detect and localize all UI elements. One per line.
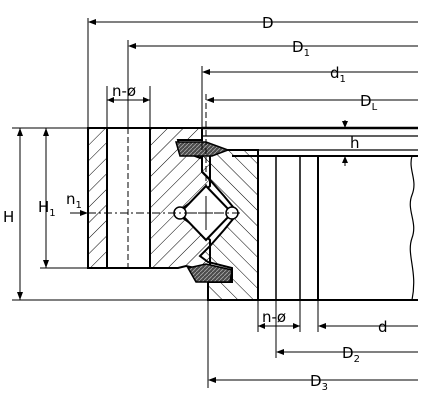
label-h: h	[350, 134, 360, 152]
outer-ring	[87, 127, 211, 269]
label-d: d	[378, 318, 388, 336]
dim-n-phi-top: n-ø	[106, 82, 151, 128]
label-D: D	[262, 14, 274, 32]
break-line	[409, 155, 415, 301]
lower-seal	[186, 263, 233, 283]
dim-n1: n1	[66, 190, 88, 216]
dim-d1: d1	[201, 64, 418, 150]
dim-H1: H1	[38, 128, 88, 269]
dim-d: d	[317, 300, 418, 336]
label-H: H	[3, 208, 14, 226]
label-D1: D1	[292, 38, 310, 59]
label-DL: DL	[360, 92, 378, 113]
inner-ring-bolt-hole	[257, 155, 319, 301]
dim-D1: D1	[127, 38, 418, 128]
label-n-phi-top: n-ø	[112, 82, 136, 100]
label-n-phi-bottom: n-ø	[262, 308, 286, 326]
dim-D2: D2	[275, 300, 418, 365]
gear-body	[202, 126, 418, 301]
inner-ring-body	[198, 149, 259, 301]
dim-D: D	[87, 14, 418, 128]
label-D3: D3	[310, 372, 328, 393]
label-D2: D2	[342, 344, 360, 365]
dim-D3: D3	[207, 300, 418, 393]
dim-h: h	[342, 120, 360, 166]
label-n1: n1	[66, 190, 82, 211]
dim-H: H	[3, 127, 208, 301]
dim-DL: DL	[205, 92, 418, 186]
label-H1: H1	[38, 198, 56, 219]
dim-n-phi-bottom: n-ø	[257, 300, 301, 332]
label-d1: d1	[330, 64, 346, 85]
